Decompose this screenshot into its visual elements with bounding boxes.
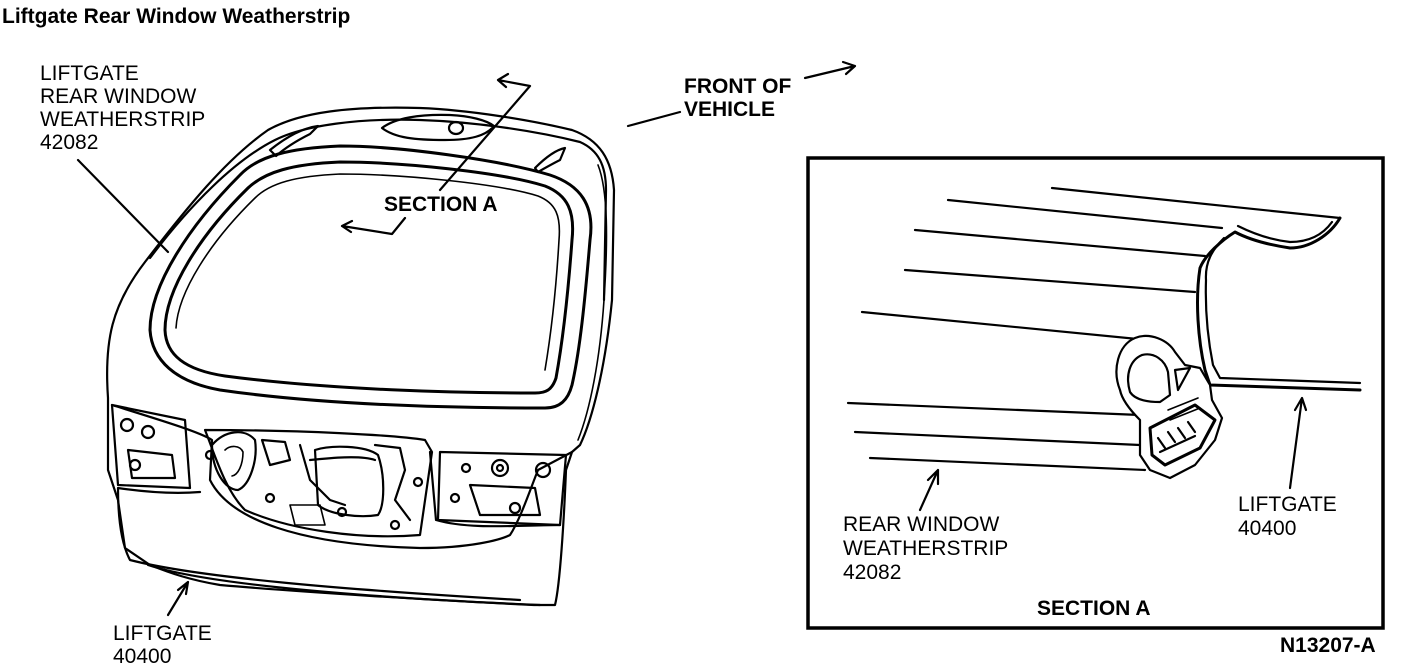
label-detail-liftgate-line1: LIFTGATE [1238,493,1337,516]
liftgate-assembly [105,106,616,607]
bolt-13 [508,501,522,515]
right-bracket [436,450,568,527]
spoiler-slot-left [268,124,320,158]
weatherstrip-line-3 [853,430,1142,447]
lock-detail [224,445,244,477]
latch-opening [203,428,434,538]
latch-bracket [289,504,326,526]
bolt-8 [389,519,401,531]
channel-inner [1167,397,1201,421]
channel-teeth [1156,420,1197,454]
weatherstrip-line-2 [846,401,1142,417]
latch-plate [373,443,412,522]
front-of-vehicle-arrow [803,60,857,80]
weatherstrip-inner-line [175,173,561,371]
lower-panel-edge [116,486,522,602]
label-front-line1: FRONT OF [684,75,791,98]
bolt-5 [264,492,276,504]
label-detail-liftgate-line2: 40400 [1238,517,1296,540]
panel-line-4 [903,268,1197,294]
leader-liftgate-main [166,580,190,617]
label-detail-weatherstrip-line3: 42082 [843,561,901,584]
label-weatherstrip-main-line1: LIFTGATE [40,62,139,85]
figure-id: N13207-A [1280,634,1376,657]
bolt-11 [534,461,552,479]
bolt-2 [140,424,156,440]
label-weatherstrip-main-line4: 42082 [40,131,98,154]
recess-bolt [447,120,465,136]
label-detail-weatherstrip-line2: WEATHERSTRIP [843,537,1008,560]
weatherstrip-bulb-cavity [1126,353,1172,404]
bolt-10 [490,458,510,478]
left-bracket [110,403,192,490]
section-a-frame [806,156,1385,630]
bolt-6 [336,506,348,518]
weatherstrip-outer-ring [148,144,593,410]
label-front-of-vehicle: FRONT OF VEHICLE [684,75,797,121]
lock-cylinder-housing [210,431,257,492]
panel-line-2 [946,198,1224,230]
diagram-title: Liftgate Rear Window Weatherstrip [2,5,350,28]
spoiler-slot-right [533,146,567,174]
liftgate-profile [1196,216,1362,392]
leader-detail-weatherstrip [918,468,940,512]
bolt-10-center [495,463,505,473]
label-liftgate-main-line2: 40400 [113,645,171,668]
liftgate-profile-inner [1204,220,1362,385]
bolt-3 [128,458,142,472]
rear-window-glass [163,160,575,395]
weatherstrip-line-4 [868,456,1147,472]
label-section-a-callout: SECTION A [384,193,498,216]
weatherstrip-bulb [1115,334,1224,480]
label-weatherstrip-main-line3: WEATHERSTRIP [40,108,205,131]
label-detail-liftgate: LIFTGATE 40400 [1238,493,1343,540]
bolt-9 [460,462,472,474]
label-detail-weatherstrip: REAR WINDOW WEATHERSTRIP 42082 [843,513,1014,584]
label-liftgate-main: LIFTGATE 40400 [113,622,218,668]
bolt-12 [449,492,461,504]
label-weatherstrip-main: LIFTGATE REAR WINDOW WEATHERSTRIP 42082 [40,62,211,154]
section-a-lower-arrow [340,216,407,236]
section-a-cut-line [438,72,532,192]
leader-weatherstrip-main [76,158,170,254]
label-detail-caption: SECTION A [1037,597,1151,620]
panel-line-1 [1050,186,1342,220]
section-a-detail [846,186,1362,480]
weatherstrip-lip [1173,366,1192,392]
lower-panel-bottom [146,563,542,607]
weatherstrip-channel [1148,403,1217,467]
left-latch [126,448,177,480]
bolt-7 [412,476,424,488]
bolt-4 [204,449,216,461]
weatherstrip-line-1 [860,310,1150,342]
label-detail-weatherstrip-line1: REAR WINDOW [843,513,1000,536]
panel-line-3 [913,228,1207,258]
liftgate-outer-panel [105,106,616,607]
label-weatherstrip-main-line2: REAR WINDOW [40,85,197,108]
bolt-1 [119,417,135,433]
label-front-line2: VEHICLE [684,98,775,121]
right-latch [468,483,542,517]
side-trim-line [577,164,608,441]
label-liftgate-main-line1: LIFTGATE [113,622,212,645]
front-of-vehicle-leader [626,110,682,128]
leader-detail-liftgate [1288,396,1308,490]
